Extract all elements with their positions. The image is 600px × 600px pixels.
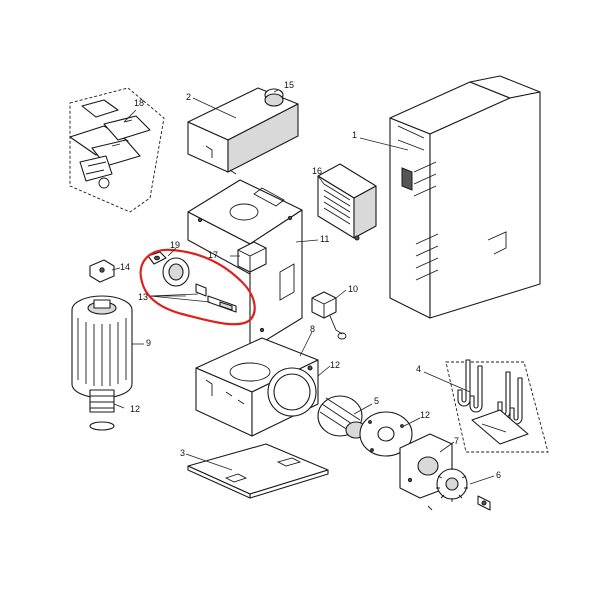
part-11-control-panel-plate (187, 179, 303, 351)
callout-7: 7 (454, 436, 459, 446)
callout-1: 1 (352, 130, 357, 140)
callout-15: 15 (284, 80, 294, 90)
part-12-oring-center (267, 367, 317, 417)
part-15-cover-cap (264, 88, 284, 107)
callout-17: 17 (208, 250, 218, 260)
part-12-gasket (359, 411, 413, 457)
part-18-mounting-bracket (69, 87, 165, 213)
callout-3: 3 (180, 448, 185, 458)
part-16-transformer (317, 163, 377, 241)
callout-19: 19 (170, 240, 180, 250)
highlight-outline (139, 248, 256, 326)
part-9-motor (71, 295, 133, 431)
callout-14: 14 (120, 262, 130, 272)
callout-2: 2 (186, 92, 191, 102)
part-4-anchor-bolts (445, 359, 549, 453)
part-10-limit-switch (311, 291, 347, 340)
callout-11: 11 (320, 234, 329, 244)
callout-6: 6 (496, 470, 501, 480)
callout-5: 5 (374, 396, 379, 406)
part-19-bushing (147, 251, 167, 265)
part-13-release-assembly (162, 257, 237, 313)
part-14-spacer (89, 259, 115, 283)
callout-18: 18 (134, 98, 144, 108)
callout-13: 13 (138, 292, 148, 302)
callout-9: 9 (146, 338, 151, 348)
callout-12-left: 12 (130, 404, 140, 414)
part-1-housing-cabinet (389, 75, 541, 319)
callout-12-center: 12 (330, 360, 340, 370)
callout-16: 16 (312, 166, 322, 176)
part-3-base-plate (187, 443, 329, 499)
callout-labels: 1 2 3 4 5 6 7 8 9 10 11 12 12 12 13 14 1… (120, 80, 501, 480)
part-6-pinion-gear (436, 466, 468, 502)
callout-4: 4 (416, 364, 421, 374)
callout-10: 10 (348, 284, 358, 294)
leader-lines (111, 89, 495, 485)
part-17-relay (237, 241, 267, 273)
callout-8: 8 (310, 324, 315, 334)
callout-12-right: 12 (420, 410, 430, 420)
part-6-bolt (427, 495, 491, 511)
